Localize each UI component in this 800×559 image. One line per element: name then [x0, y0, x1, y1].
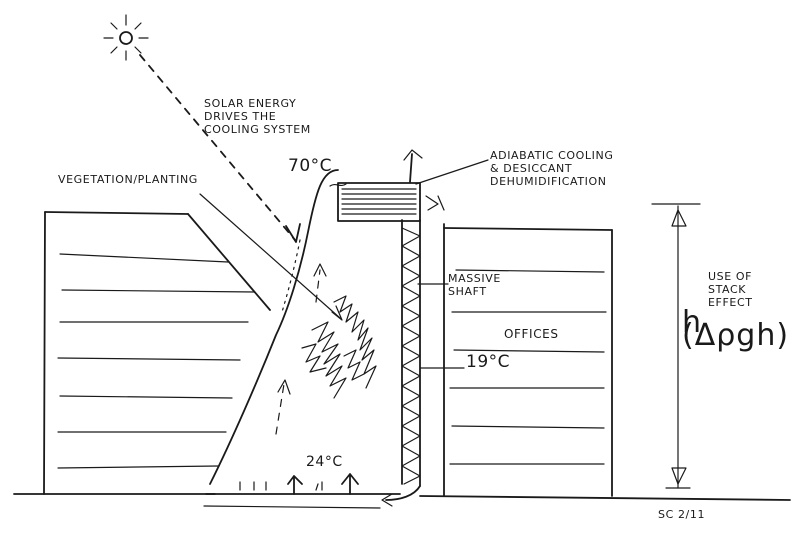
right-office-block: [443, 223, 613, 497]
solar-ray-arrow: [139, 54, 301, 243]
adiabatic-cooling-label: ADIABATIC COOLING & DESICCANT DEHUMIDIFI…: [490, 149, 614, 188]
vegetation-planting: [301, 295, 377, 399]
roof-temperature-label: 70°C: [288, 156, 333, 176]
offices-label: OFFICES: [504, 327, 559, 341]
stack-formula-label: h (Δρgh): [682, 305, 790, 353]
solar-energy-label: SOLAR ENERGY DRIVES THE COOLING SYSTEM: [204, 97, 311, 136]
height-dimension: [651, 203, 701, 489]
shaft-temperature-label: 19°C: [466, 352, 511, 372]
massive-shaft: [381, 219, 421, 507]
exhaust-arrow: [403, 149, 423, 183]
adiabatic-cooling-unit: [329, 182, 445, 222]
stack-effect-label: USE OF STACK EFFECT: [708, 270, 753, 309]
left-office-block: [13, 211, 271, 495]
atrium-glazing: [209, 169, 339, 485]
airflow-arrows: [239, 263, 359, 495]
base-temperature-label: 24°C: [306, 454, 343, 470]
vegetation-label: VEGETATION/PLANTING: [58, 173, 198, 186]
signature-label: SC 2/11: [658, 508, 706, 521]
sun-icon: [103, 14, 149, 61]
ground-line: [203, 493, 791, 509]
massive-shaft-label: MASSIVE SHAFT: [448, 272, 501, 298]
